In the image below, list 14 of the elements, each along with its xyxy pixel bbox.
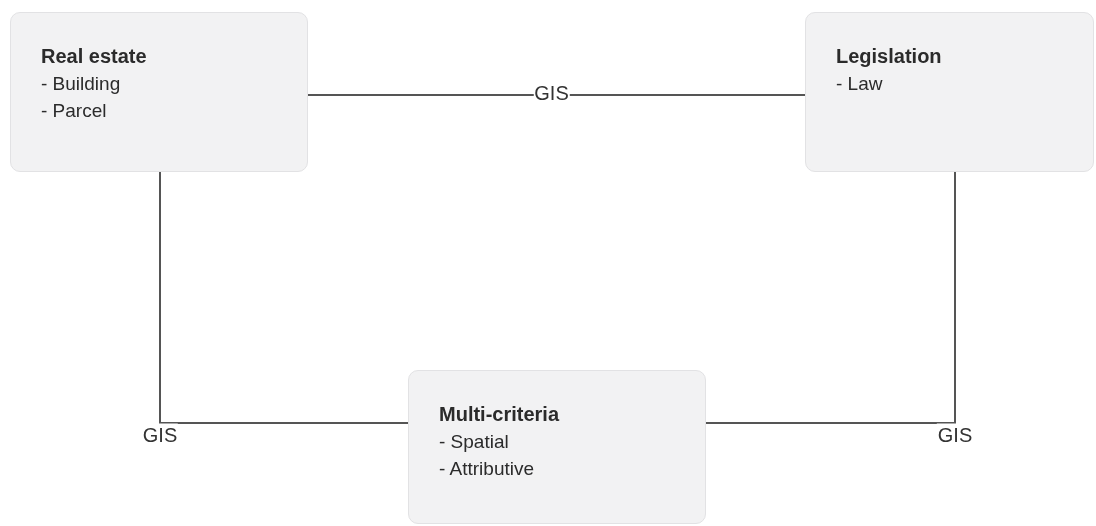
rounded-box [408,370,706,524]
connector-line [705,171,956,424]
connector-line [159,171,409,424]
rounded-box [805,12,1094,172]
box-heading: Legislation [836,44,943,69]
list-item: - Law [836,72,884,96]
box-heading: Multi-criteria [439,402,561,427]
list-item: - Building [41,72,122,96]
list-item: - Attributive [439,457,536,481]
list-item: - Parcel [41,99,108,123]
box-heading: Real estate [41,44,148,69]
connector-line [307,94,806,96]
list-item: - Spatial [439,430,510,454]
rounded-box [10,12,308,172]
